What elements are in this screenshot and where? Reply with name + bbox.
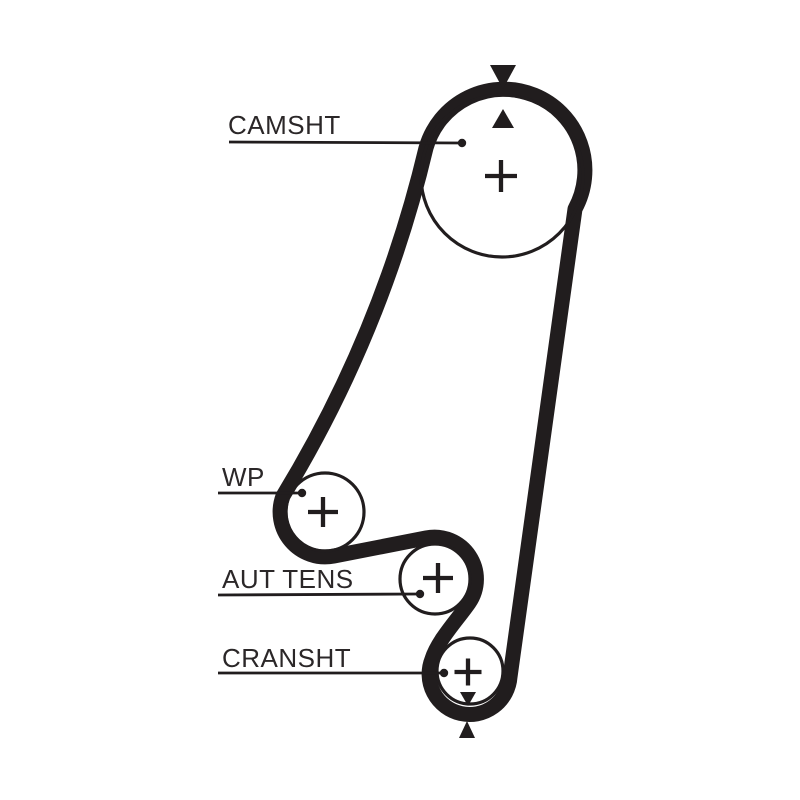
water-pump-leader-dot	[297, 488, 307, 498]
crankshaft-center-cross-icon	[454, 658, 482, 686]
water-pump-center-cross-icon	[308, 497, 338, 527]
camshaft-center-cross-icon	[485, 160, 517, 192]
camshaft-pulley	[419, 93, 585, 259]
camshaft-timing-arrow-down-icon	[490, 65, 516, 89]
timing-belt	[272, 81, 593, 722]
crankshaft-label: CRANSHT	[222, 643, 351, 673]
tensioner-label: AUT TENS	[222, 564, 354, 594]
camshaft-leader-line	[228, 140, 463, 145]
tensioner-leader-line	[217, 592, 421, 597]
crankshaft-timing-arrow-up-icon	[459, 721, 475, 738]
crankshaft-leader-dot	[439, 668, 449, 678]
crankshaft-pulley	[435, 636, 505, 706]
tensioner-center-cross-icon	[423, 563, 453, 593]
tensioner-leader-dot	[415, 589, 425, 599]
camshaft-timing-arrow-up-icon	[492, 109, 514, 128]
water-pump-pulley	[284, 471, 366, 553]
tensioner-pulley	[398, 542, 472, 616]
camshaft-label: CAMSHT	[228, 110, 341, 140]
water-pump-label: WP	[222, 462, 265, 492]
camshaft-leader-dot	[457, 138, 467, 148]
crankshaft-timing-arrow-down-icon	[460, 692, 476, 706]
